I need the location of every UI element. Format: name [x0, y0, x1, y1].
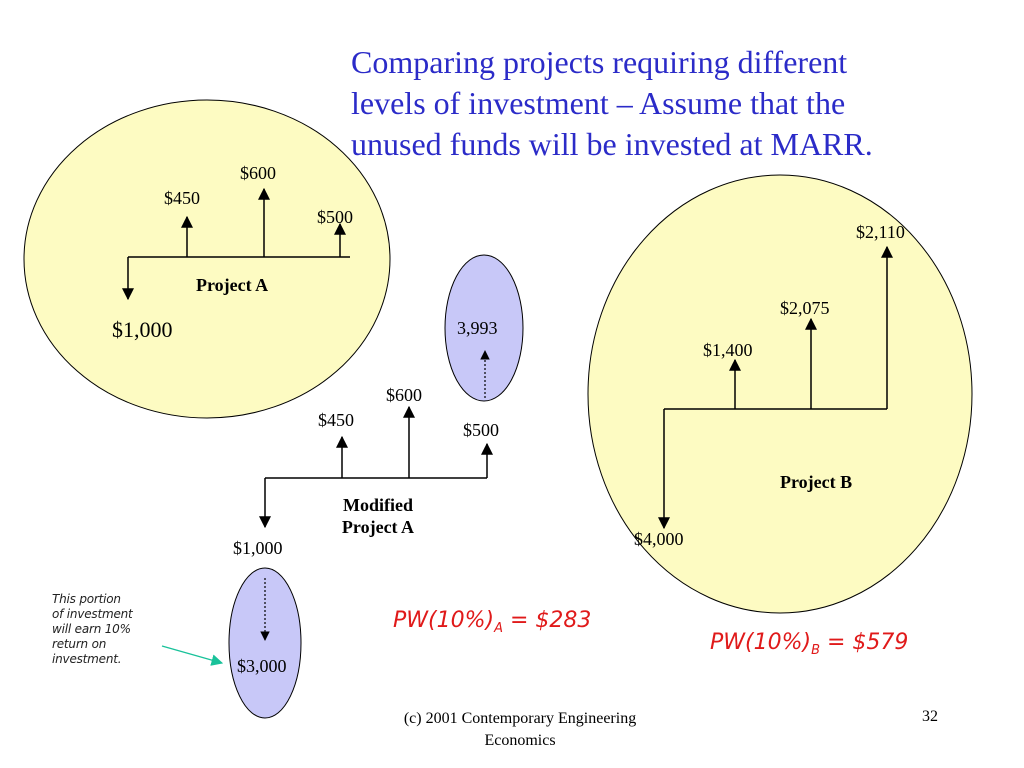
- footer-copyright: (c) 2001 Contemporary Engineering Econom…: [330, 708, 710, 752]
- note-line-2: of investment: [52, 607, 133, 621]
- modified-a-inflow-3-label: $500: [463, 420, 499, 440]
- pw-b-prefix: PW(10%): [710, 630, 812, 655]
- reinvest-inflow-label: 3,993: [457, 318, 498, 338]
- project-b-inflow-3-label: $2,110: [856, 222, 905, 242]
- project-b-ellipse: [587, 174, 973, 614]
- pw-project-b: PW(10%)B = $579: [710, 630, 908, 658]
- project-a-ellipse: [23, 99, 391, 419]
- note-line-1: This portion: [52, 592, 121, 606]
- project-a-outflow-label: $1,000: [112, 317, 173, 342]
- note-line-5: investment.: [52, 652, 122, 666]
- title-line-1: Comparing projects requiring different: [351, 44, 848, 80]
- modified-a-name-line-1: Modified: [343, 495, 413, 515]
- project-a-inflow-1-label: $450: [164, 188, 200, 208]
- note-pointer-arrow: [161, 645, 224, 666]
- reinvest-outflow-label: $3,000: [237, 656, 287, 676]
- reinvest-outflow-ellipse: [228, 567, 302, 719]
- project-a-inflow-3-label: $500: [317, 207, 353, 227]
- project-b-name: Project B: [780, 472, 853, 492]
- note-line-3: will earn 10%: [52, 622, 131, 636]
- reinvestment-note: This portion of investment will earn 10%…: [52, 592, 162, 667]
- modified-a-name-line-2: Project A: [341, 517, 415, 537]
- project-a-name: Project A: [196, 275, 269, 295]
- pw-b-value: = $579: [820, 630, 909, 655]
- project-a-inflow-2-label: $600: [240, 163, 276, 183]
- modified-a-inflow-2-label: $600: [386, 385, 422, 405]
- pw-a-subscript: A: [494, 621, 503, 636]
- title-line-2: levels of investment – Assume that the: [351, 85, 846, 121]
- project-b-inflow-2-label: $2,075: [780, 298, 830, 318]
- slide-title: Comparing projects requiring different l…: [351, 42, 1011, 165]
- pw-a-value: = $283: [503, 608, 592, 633]
- footer-line-1: (c) 2001 Contemporary Engineering: [403, 710, 637, 727]
- title-line-3: unused funds will be invested at MARR.: [351, 126, 873, 162]
- footer-line-2: Economics: [484, 732, 556, 749]
- note-line-4: return on: [52, 637, 107, 651]
- pw-b-subscript: B: [811, 643, 821, 658]
- page-number: 32: [922, 708, 938, 725]
- modified-a-name: Modified Project A: [318, 495, 438, 537]
- pw-project-a: PW(10%)A = $283: [393, 608, 591, 636]
- project-b-inflow-1-label: $1,400: [703, 340, 753, 360]
- reinvest-inflow-ellipse: [444, 254, 524, 402]
- pw-a-prefix: PW(10%): [393, 608, 495, 633]
- project-b-outflow-label: $4,000: [634, 529, 684, 549]
- modified-a-outflow-label: $1,000: [233, 538, 283, 558]
- modified-a-inflow-1-label: $450: [318, 410, 354, 430]
